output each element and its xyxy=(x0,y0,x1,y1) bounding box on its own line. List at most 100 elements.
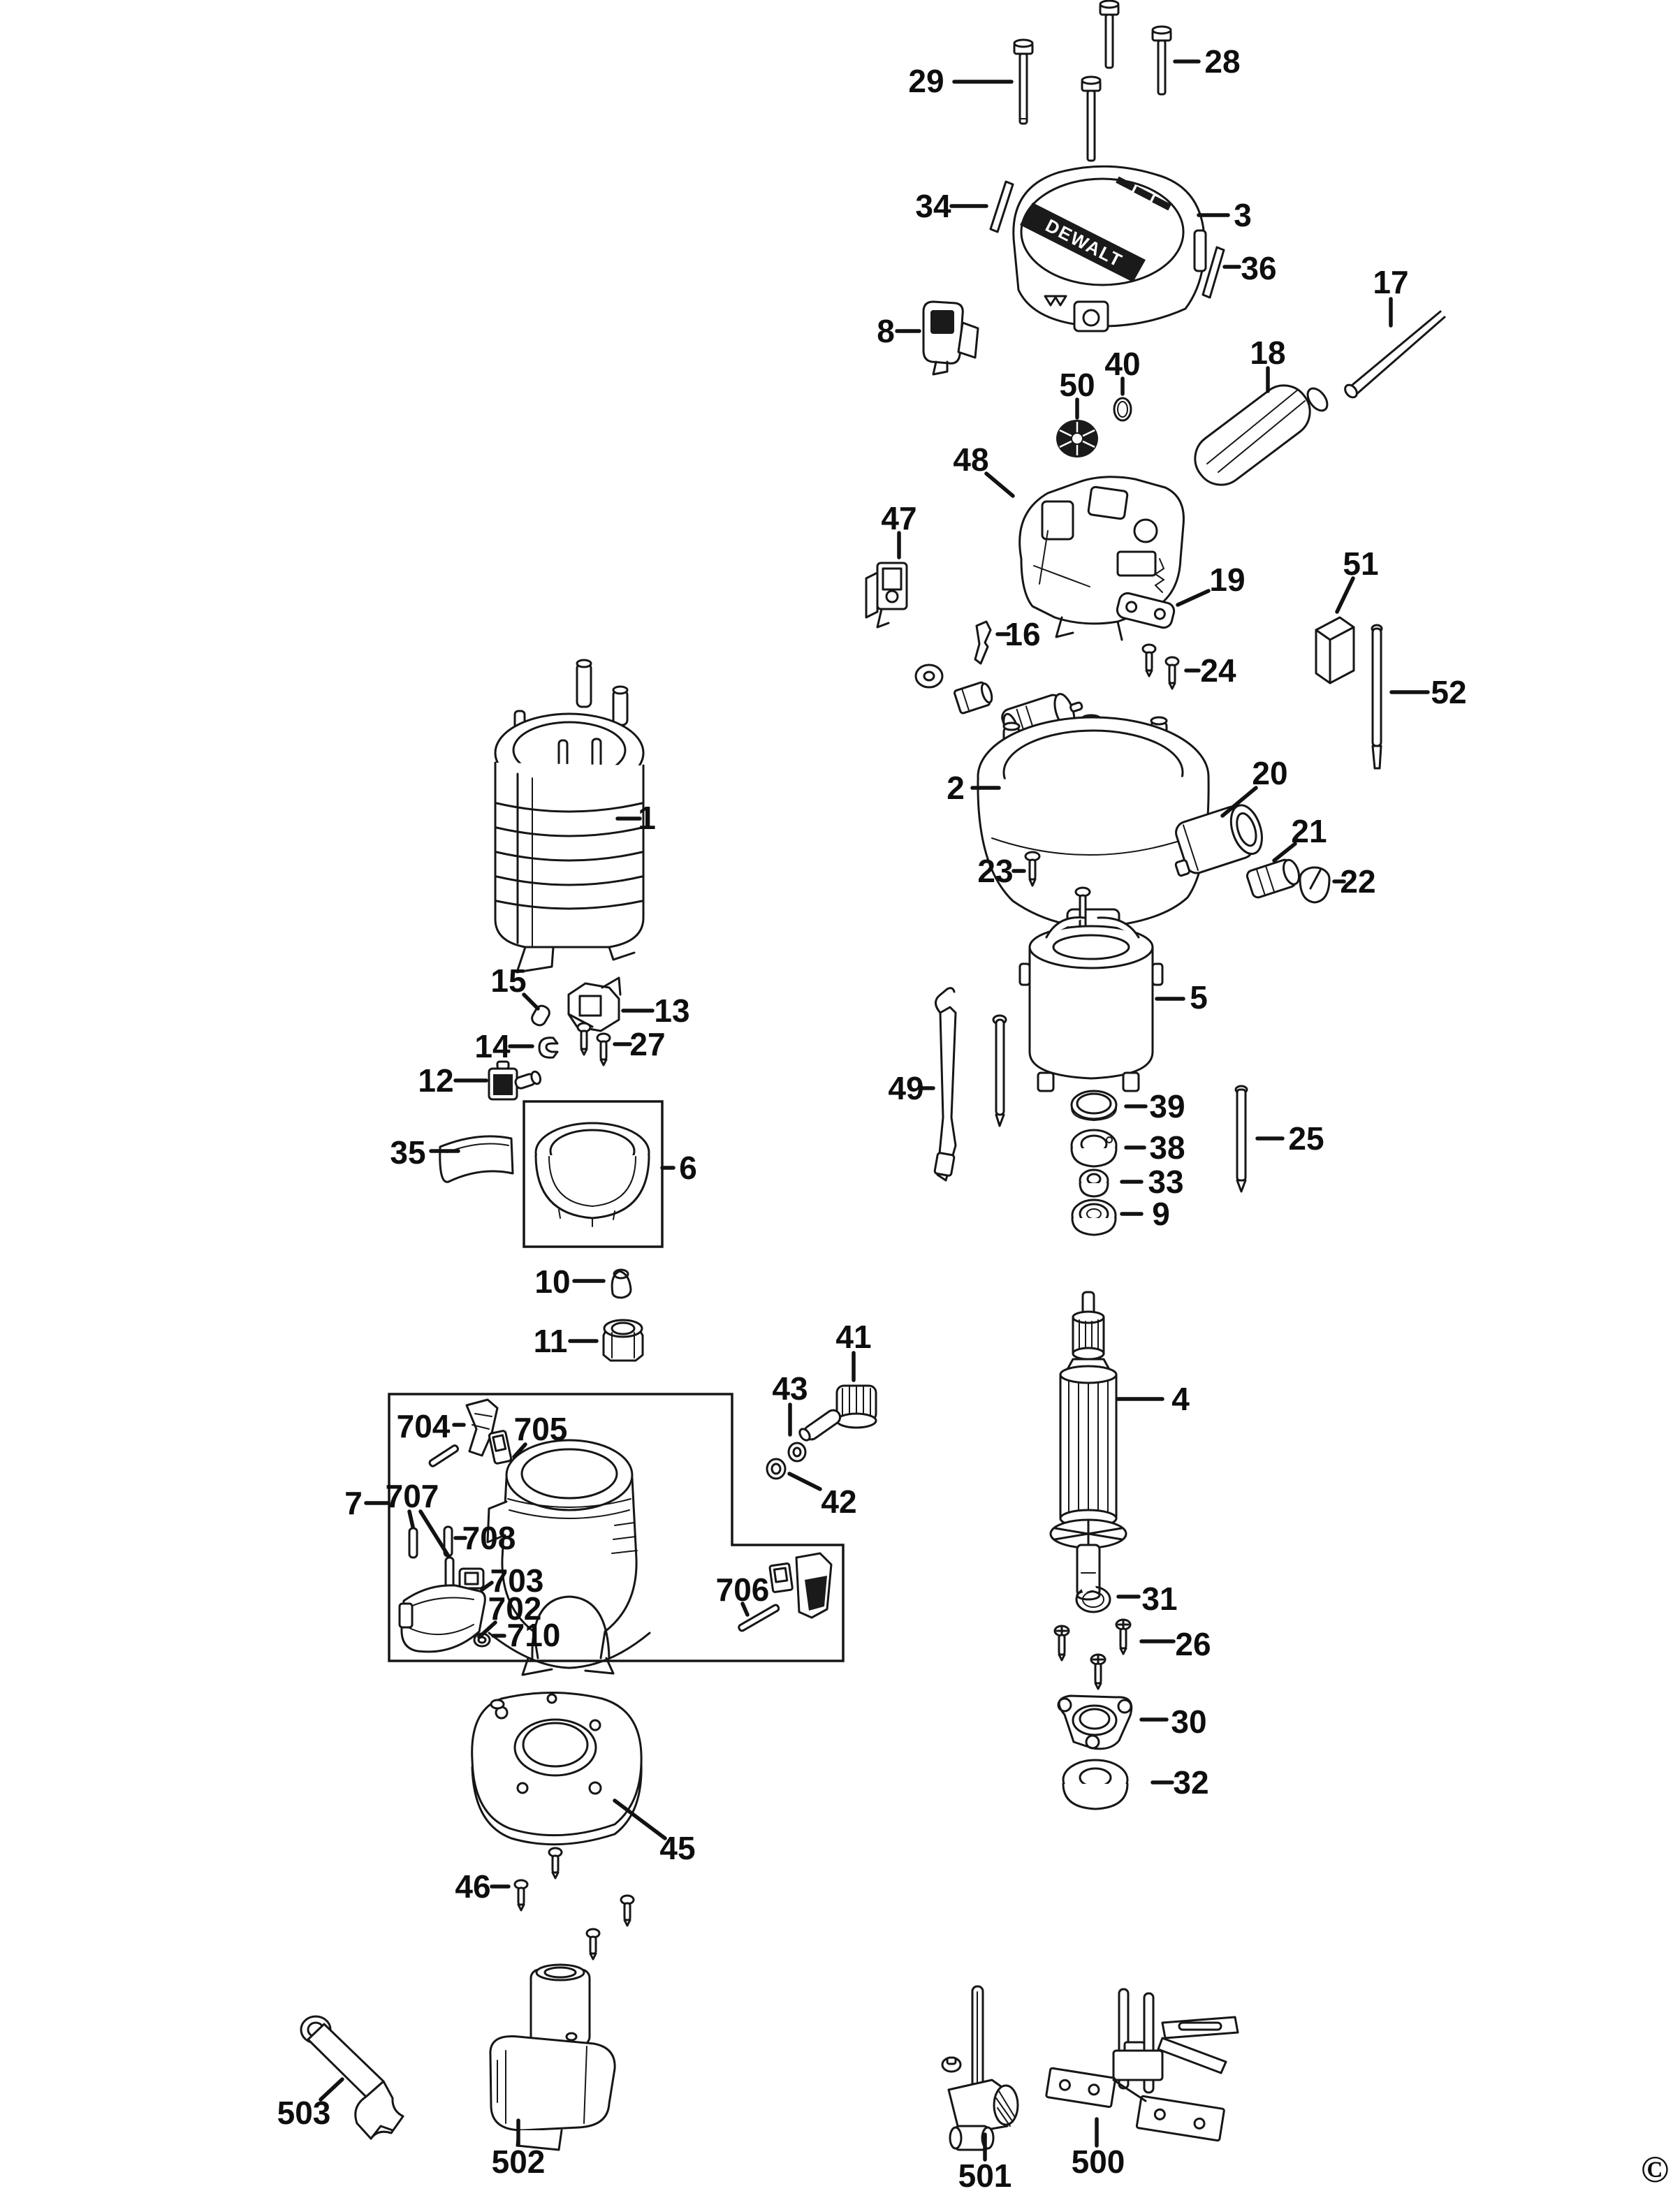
part-39-ring xyxy=(1070,1090,1118,1122)
callout-39: 39 xyxy=(1149,1088,1185,1124)
part-23-screw xyxy=(1024,851,1041,887)
callout-29: 29 xyxy=(908,63,944,99)
part-15-pin xyxy=(531,1004,550,1027)
part-3-motor-cap: DEWALT xyxy=(1012,165,1207,332)
callout-704: 704 xyxy=(397,1408,451,1444)
part-502-dust-adapter xyxy=(489,1963,616,2151)
part-41-collet xyxy=(798,1384,877,1442)
part-705-pad xyxy=(488,1430,513,1465)
part-21-plunger xyxy=(1246,858,1301,899)
callout-26: 26 xyxy=(1175,1626,1211,1662)
leader-line-703 xyxy=(480,1581,494,1592)
leader-line-706 xyxy=(740,1602,750,1617)
callout-502: 502 xyxy=(492,2144,546,2180)
callout-41: 41 xyxy=(835,1319,871,1355)
callout-22: 22 xyxy=(1340,863,1375,900)
axis-screw xyxy=(1074,886,1091,944)
callout-27: 27 xyxy=(629,1026,665,1062)
leader-line-51 xyxy=(1335,576,1355,614)
callout-48: 48 xyxy=(953,441,988,478)
part-8-latch xyxy=(922,300,979,376)
part-49-bar xyxy=(933,987,1007,1182)
part-51-brush xyxy=(1315,616,1355,684)
part-6-ring xyxy=(523,1100,664,1248)
part-706-pin-and-pads xyxy=(738,1552,833,1632)
part-35-strip xyxy=(439,1135,514,1183)
part-16-clip xyxy=(974,620,992,665)
part-1-motor-housing xyxy=(494,659,645,974)
callout-43: 43 xyxy=(772,1370,808,1407)
leader-line-705 xyxy=(512,1442,527,1459)
part-9-bearing xyxy=(1071,1199,1117,1236)
part-11-collet-nut xyxy=(602,1319,644,1362)
callout-23: 23 xyxy=(977,853,1013,889)
part-38-retainer xyxy=(1070,1129,1118,1168)
callout-33: 33 xyxy=(1148,1164,1183,1200)
part-34-label-strip xyxy=(989,180,1014,233)
callout-12: 12 xyxy=(418,1062,453,1099)
part-22-cap xyxy=(1299,866,1331,904)
callout-50: 50 xyxy=(1059,367,1095,403)
leader-line-45 xyxy=(613,1798,667,1840)
part-7-box xyxy=(388,1393,845,1662)
leader-line-19 xyxy=(1176,589,1211,607)
callout-25: 25 xyxy=(1288,1120,1324,1157)
part-32-bearing xyxy=(1062,1759,1129,1810)
callout-31: 31 xyxy=(1141,1581,1177,1617)
callout-21: 21 xyxy=(1291,813,1327,849)
part-7-sub-base-housing xyxy=(486,1439,651,1676)
callout-layer: 1234567891011121314151617181920212223242… xyxy=(277,43,1467,2194)
part-12-switch-knob xyxy=(488,1060,542,1101)
part-46-screws xyxy=(513,1847,635,1961)
leader-line-702 xyxy=(477,1620,497,1639)
part-14-clip xyxy=(538,1036,559,1059)
part-5-field xyxy=(1018,916,1164,1092)
callout-703: 703 xyxy=(490,1562,544,1599)
callout-47: 47 xyxy=(881,500,916,536)
part-704-lever xyxy=(465,1398,499,1457)
callout-15: 15 xyxy=(490,962,526,999)
callout-52: 52 xyxy=(1431,674,1466,710)
callout-710: 710 xyxy=(507,1617,561,1653)
part-13-bracket xyxy=(567,976,622,1032)
callout-24: 24 xyxy=(1200,652,1236,689)
part-31-retaining-ring xyxy=(1075,1581,1111,1613)
callout-32: 32 xyxy=(1173,1764,1208,1801)
callout-34: 34 xyxy=(915,188,951,224)
part-33-spacer xyxy=(1079,1168,1109,1198)
callout-14: 14 xyxy=(474,1028,511,1064)
part-47-switch xyxy=(865,562,908,629)
callout-3: 3 xyxy=(1234,197,1252,233)
part-4-armature xyxy=(1049,1291,1127,1601)
callout-28: 28 xyxy=(1204,43,1240,80)
callout-13: 13 xyxy=(654,992,689,1029)
callout-18: 18 xyxy=(1250,335,1285,371)
part-43-washer xyxy=(787,1442,807,1463)
callout-19: 19 xyxy=(1209,562,1245,598)
part-17-rod xyxy=(1344,310,1446,399)
callout-706: 706 xyxy=(716,1571,770,1608)
callout-46: 46 xyxy=(455,1868,490,1905)
part-40-o-ring xyxy=(1113,397,1132,422)
copyright-mark: © xyxy=(1641,2148,1669,2190)
part-30-bearing-retainer xyxy=(1057,1694,1133,1750)
part-501-roller-guide xyxy=(941,1985,1019,2151)
part-702-grip xyxy=(398,1584,486,1653)
callout-6: 6 xyxy=(679,1150,697,1186)
callout-38: 38 xyxy=(1149,1129,1185,1166)
part-19-plate xyxy=(1116,592,1176,629)
callout-16: 16 xyxy=(1005,616,1040,652)
part-52-rod xyxy=(1371,624,1383,770)
callout-1: 1 xyxy=(638,800,656,836)
callout-11: 11 xyxy=(534,1323,568,1359)
callout-49: 49 xyxy=(888,1070,923,1106)
part-18-handle-grip xyxy=(1194,384,1329,486)
callout-702: 702 xyxy=(488,1590,542,1627)
leader-line-20 xyxy=(1220,786,1258,818)
leader-line-15 xyxy=(522,992,540,1011)
callout-30: 30 xyxy=(1171,1704,1206,1740)
callout-17: 17 xyxy=(1373,264,1408,300)
callout-36: 36 xyxy=(1241,250,1276,286)
